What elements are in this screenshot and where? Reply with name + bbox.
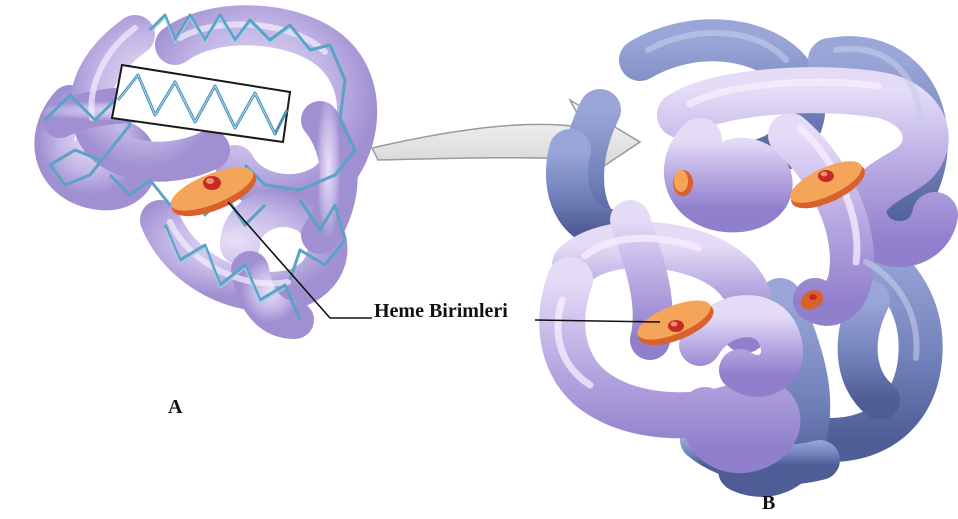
hemoglobin-structure bbox=[558, 33, 935, 475]
myoglobin-structure bbox=[45, 15, 357, 320]
panel-a-label: A bbox=[168, 396, 182, 419]
heme-disc-b-hidden-1 bbox=[673, 170, 693, 196]
panel-b-label: B bbox=[762, 492, 775, 515]
heme-units-label: Heme Birimleri bbox=[374, 300, 508, 323]
